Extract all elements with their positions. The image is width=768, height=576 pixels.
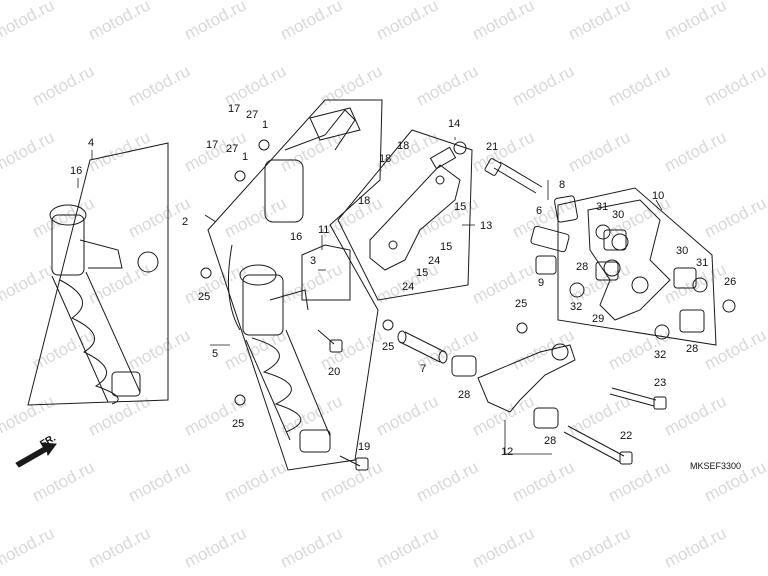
front-direction-arrow xyxy=(15,442,57,468)
label-28c: 28 xyxy=(576,261,588,273)
label-21: 21 xyxy=(486,141,498,153)
label-9: 9 xyxy=(538,277,544,289)
label-1a: 1 xyxy=(262,119,268,131)
cushion-arm-12 xyxy=(451,343,576,429)
group-outlines xyxy=(27,99,717,471)
label-24b: 24 xyxy=(402,281,414,293)
label-1b: 1 xyxy=(242,151,248,163)
shock-absorber-assembly-4 xyxy=(49,204,159,405)
label-15a: 15 xyxy=(454,201,466,213)
label-26: 26 xyxy=(724,276,736,288)
label-29: 29 xyxy=(592,313,604,325)
part-labels: 4 16 2 25 17 27 1 17 27 1 16 11 3 5 25 2… xyxy=(70,103,736,458)
label-17a: 17 xyxy=(228,103,240,115)
label-13: 13 xyxy=(480,220,492,232)
label-25a: 25 xyxy=(198,291,210,303)
label-27b: 27 xyxy=(226,143,238,155)
fasteners xyxy=(200,139,528,471)
label-28a: 28 xyxy=(458,389,470,401)
label-32b: 32 xyxy=(654,349,666,361)
label-18c: 18 xyxy=(358,195,370,207)
collars-6-8-9 xyxy=(530,195,578,275)
bolt-21 xyxy=(484,158,543,194)
shock-absorber-assembly-5 xyxy=(227,107,361,453)
label-16a: 16 xyxy=(70,165,82,177)
label-31a: 31 xyxy=(596,201,608,213)
label-25b: 25 xyxy=(232,418,244,430)
label-11: 11 xyxy=(318,224,329,236)
label-25c: 25 xyxy=(515,298,527,310)
label-5: 5 xyxy=(212,348,218,360)
label-28b: 28 xyxy=(544,435,556,447)
label-19: 19 xyxy=(358,441,370,453)
label-24a: 24 xyxy=(428,255,440,267)
label-15c: 15 xyxy=(416,267,428,279)
label-18b: 18 xyxy=(379,153,391,165)
label-14: 14 xyxy=(448,118,460,130)
label-12: 12 xyxy=(501,446,513,458)
leader-lines xyxy=(77,137,663,455)
label-18a: 18 xyxy=(397,140,409,152)
label-2: 2 xyxy=(182,216,188,228)
label-4: 4 xyxy=(88,137,94,149)
label-30b: 30 xyxy=(676,245,688,257)
sensor-bracket-13 xyxy=(369,146,461,271)
label-3: 3 xyxy=(310,255,316,267)
label-15b: 15 xyxy=(440,241,452,253)
label-6: 6 xyxy=(536,205,542,217)
label-30a: 30 xyxy=(612,209,624,221)
label-8: 8 xyxy=(559,179,565,191)
collar-7 xyxy=(397,330,448,364)
label-31b: 31 xyxy=(696,257,708,269)
bolts-22-23 xyxy=(563,387,667,465)
label-20: 20 xyxy=(328,366,340,378)
label-27a: 27 xyxy=(246,109,258,121)
label-22: 22 xyxy=(620,430,632,442)
label-28d: 28 xyxy=(686,343,698,355)
shock-link-10 xyxy=(569,199,736,340)
label-7: 7 xyxy=(420,363,426,375)
label-32a: 32 xyxy=(570,301,582,313)
diagram-code: MKSEF3300 xyxy=(690,461,742,471)
label-23: 23 xyxy=(654,377,666,389)
label-10: 10 xyxy=(652,190,664,202)
label-25d: 25 xyxy=(382,341,394,353)
label-16b: 16 xyxy=(290,231,302,243)
label-17b: 17 xyxy=(206,139,218,151)
